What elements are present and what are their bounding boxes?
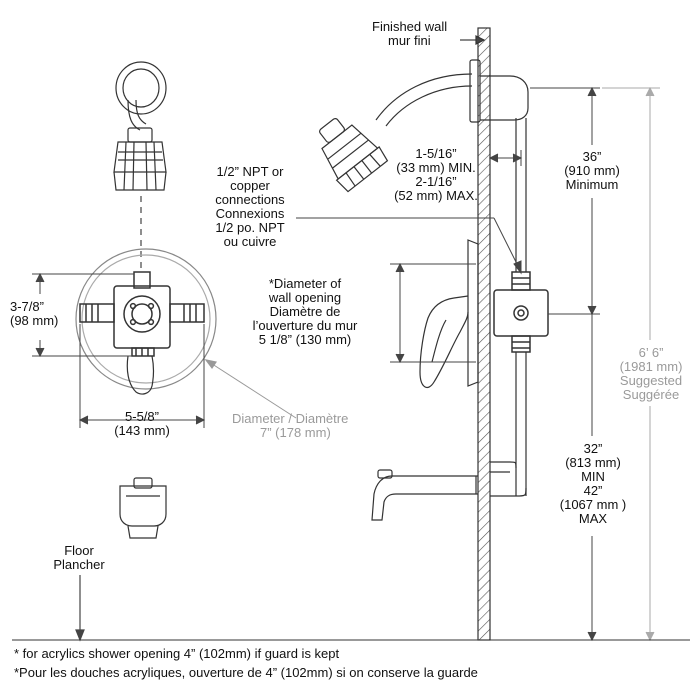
- side-shower-arm: [375, 59, 529, 127]
- footnote-english: * for acrylics shower opening 4” (102mm)…: [14, 646, 340, 661]
- npt-connections-label: 1/2” NPT or copper connections Connexion…: [215, 164, 285, 249]
- head-height-dim: [530, 86, 600, 316]
- valve-body-height-label: 3-7/8” (98 mm): [10, 299, 59, 328]
- trim-diameter-leader: [205, 359, 297, 419]
- suggested-height-label: 6’ 6” (1981 mm) Suggested Suggérée: [619, 345, 683, 402]
- floor-arrow: [75, 575, 85, 642]
- side-shower-head-icon: [319, 118, 389, 193]
- valve-body-width-label: 5-5/8” (143 mm): [114, 409, 170, 438]
- front-valve-body: [79, 271, 205, 357]
- front-shower-head-icon: [113, 127, 167, 191]
- trim-plate: [75, 248, 217, 390]
- head-height-label: 36” (910 mm) Minimum: [564, 149, 620, 192]
- floor-label: Floor Plancher: [53, 543, 105, 572]
- valve-height-label: 32” (813 mm) MIN 42” (1067 mm ) MAX: [559, 441, 627, 526]
- suggested-height-dim: [602, 86, 660, 642]
- wall-offset-label: 1-5/16” (33 mm) MIN. 2-1/16” (52 mm) MAX…: [394, 146, 478, 203]
- npt-leader: [296, 217, 522, 275]
- riser-pipe: [490, 118, 527, 497]
- wall-opening-label: *Diameter of wall opening Diamètre de l’…: [252, 276, 358, 347]
- side-tub-spout: [371, 469, 478, 521]
- wall-offset-dim: [488, 150, 523, 166]
- valve-body-width-dim: [78, 324, 206, 428]
- front-spout-icon: [119, 477, 167, 539]
- footnote-french: *Pour les douches acryliques, ouverture …: [14, 665, 478, 680]
- valve-body-height-dim: [32, 272, 134, 358]
- trim-diameter-label: Diameter / Diamètre 7” (178 mm): [232, 411, 349, 440]
- front-handle: [126, 355, 155, 395]
- finished-wall-label: Finished wall mur fini: [372, 19, 448, 48]
- side-trim-and-handle: [419, 239, 479, 389]
- wall-opening-dim: [390, 262, 476, 364]
- side-valve-body: [493, 271, 549, 353]
- front-shower-arm: [115, 61, 167, 131]
